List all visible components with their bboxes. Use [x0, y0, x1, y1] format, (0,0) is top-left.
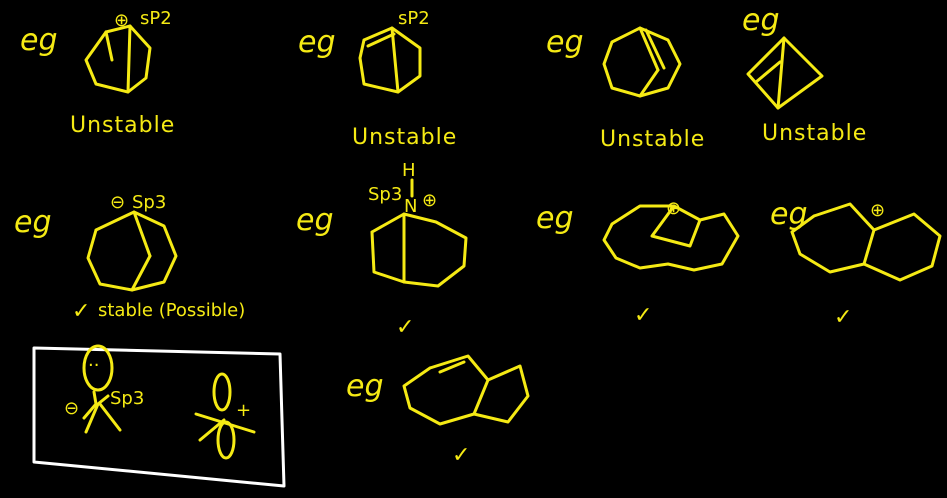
hybridization-label: sP2: [140, 8, 172, 29]
stable-possible-label: stable (Possible): [98, 300, 245, 321]
carbocation-charge: ⊕: [114, 10, 129, 31]
check-mark: ✓: [834, 305, 853, 330]
check-mark: ✓: [634, 303, 653, 328]
eg-marker: eg: [742, 3, 780, 38]
check-mark: ✓: [452, 443, 471, 468]
unstable-label: Unstable: [600, 127, 705, 152]
eg-marker: eg: [770, 197, 808, 232]
bicyclic-alkene-structure: [602, 26, 682, 98]
quinuclidinium-structure: [370, 178, 468, 288]
eg-marker: eg: [536, 201, 574, 236]
hybridization-label: Sp3: [110, 388, 144, 409]
carbocation-charge: ⊕: [666, 198, 681, 219]
octalin-structure: [402, 354, 530, 426]
eg-marker: eg: [14, 205, 52, 240]
decalin-cation-structure: [790, 202, 942, 282]
bridgehead-alkene-structure: [358, 26, 422, 94]
hybridization-label: Sp3: [132, 192, 166, 213]
eg-marker: eg: [546, 25, 584, 60]
check-mark: ✓: [72, 299, 91, 324]
eg-marker: eg: [298, 25, 336, 60]
lone-pair-dots: ..: [88, 350, 99, 371]
carbanion-charge: ⊖: [64, 398, 79, 419]
check-mark: ✓: [396, 315, 415, 340]
unstable-label: Unstable: [762, 121, 867, 146]
nitrogen-atom: N: [404, 196, 417, 217]
cation-charge: +: [236, 400, 251, 421]
bridged-bicyclic-cation-structure: [602, 204, 740, 272]
unstable-label: Unstable: [352, 125, 457, 150]
small-bicyclic-alkene-structure: [746, 36, 824, 110]
hydrogen-atom: H: [402, 160, 416, 181]
carbanion-charge: ⊖: [110, 192, 125, 213]
eg-marker: eg: [296, 203, 334, 238]
eg-marker: eg: [346, 369, 384, 404]
carbocation-charge: ⊕: [870, 200, 885, 221]
unstable-label: Unstable: [70, 113, 175, 138]
eg-marker: eg: [20, 23, 58, 58]
norbornyl-cation-structure: [84, 24, 152, 94]
hybridization-label: sP2: [398, 8, 430, 29]
ammonium-charge: ⊕: [422, 190, 437, 211]
orbital-comparison-box: [32, 344, 286, 488]
hybridization-label: Sp3: [368, 184, 402, 205]
norbornyl-anion-structure: [86, 210, 178, 292]
